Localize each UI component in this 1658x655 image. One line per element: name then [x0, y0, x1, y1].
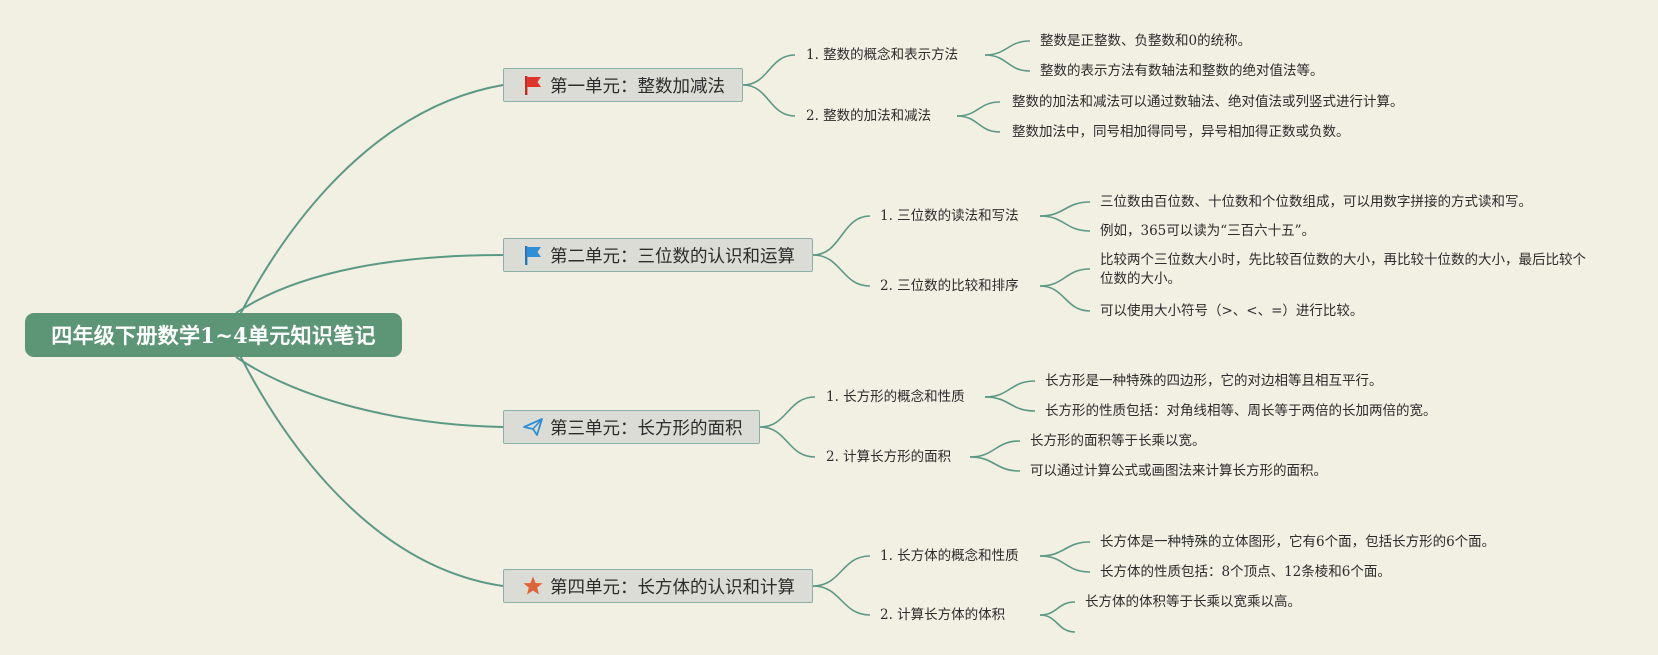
point-1-1-2[interactable]: 整数的表示方法有数轴法和整数的绝对值法等。 [1040, 63, 1324, 79]
connector-topic-2-2-a [1039, 268, 1091, 287]
connector-topic-4-2-b [1039, 614, 1076, 633]
point-4-1-1[interactable]: 长方体是一种特殊的立体图形，它有6个面，包括长方形的6个面。 [1100, 534, 1496, 550]
topic-1-2[interactable]: 2. 整数的加法和减法 [806, 108, 932, 124]
point-3-1-2[interactable]: 长方形的性质包括：对角线相等、周长等于两倍的长加两倍的宽。 [1045, 403, 1437, 419]
unit-title: 第四单元：长方体的认识和计算 [550, 577, 795, 598]
connector-topic-3-1-b [984, 396, 1036, 412]
connector-topic-1-2-b [956, 115, 1001, 133]
point-2-1-2[interactable]: 例如，365可以读为“三百六十五”。 [1100, 223, 1316, 239]
connector-unit2-a [812, 215, 871, 256]
connector-root-unit-3 [235, 356, 504, 428]
topic-4-2[interactable]: 2. 计算长方体的体积 [880, 607, 1006, 623]
connector-topic-4-2-a [1039, 601, 1076, 616]
connector-unit4-a [812, 555, 871, 587]
topic-3-2[interactable]: 2. 计算长方形的面积 [826, 449, 952, 465]
connector-root-unit-2 [235, 254, 504, 314]
point-2-2-1[interactable]: 比较两个三位数大小时，先比较百位数的大小，再比较十位数的大小，最后比较个位数的大… [1100, 252, 1586, 287]
connector-unit2-b [812, 254, 871, 287]
point-2-1-1[interactable]: 三位数由百位数、十位数和个位数组成，可以用数字拼接的方式读和写。 [1100, 194, 1532, 210]
point-1-2-2[interactable]: 整数加法中，同号相加得同号，异号相加得正数或负数。 [1012, 124, 1350, 140]
unit-title: 第三单元：长方形的面积 [550, 418, 743, 439]
topic-3-1[interactable]: 1. 长方形的概念和性质 [826, 389, 965, 405]
topic-2-2[interactable]: 2. 三位数的比较和排序 [880, 278, 1019, 294]
point-1-1-1[interactable]: 整数是正整数、负整数和0的统称。 [1040, 33, 1252, 49]
topic-2-1[interactable]: 1. 三位数的读法和写法 [880, 208, 1019, 224]
point-4-2-1[interactable]: 长方体的体积等于长乘以宽乘以高。 [1085, 594, 1301, 610]
connector-topic-3-1-a [984, 380, 1036, 398]
connector-unit1-b [742, 84, 796, 117]
connector-unit3-b [759, 426, 816, 458]
blue-flag-icon [522, 244, 544, 266]
point-3-1-1[interactable]: 长方形是一种特殊的四边形，它的对边相等且相互平行。 [1045, 373, 1383, 389]
connector-topic-3-2-b [969, 456, 1021, 472]
point-4-1-2[interactable]: 长方体的性质包括：8个顶点、12条棱和6个面。 [1100, 564, 1391, 580]
unit-node-1[interactable]: 第一单元：整数加减法 [503, 68, 743, 102]
point-1-2-1[interactable]: 整数的加法和减法可以通过数轴法、绝对值法或列竖式进行计算。 [1012, 94, 1404, 110]
connector-topic-3-2-a [969, 440, 1021, 458]
point-3-2-1[interactable]: 长方形的面积等于长乘以宽。 [1030, 433, 1206, 449]
unit-node-3[interactable]: 第三单元：长方形的面积 [503, 410, 760, 444]
connector-topic-1-1-a [984, 40, 1031, 56]
connector-root-unit-4 [229, 334, 504, 587]
connector-unit4-b [812, 585, 871, 616]
connector-topic-2-1-b [1039, 215, 1091, 232]
unit-node-2[interactable]: 第二单元：三位数的认识和运算 [503, 238, 813, 272]
unit-node-4[interactable]: 第四单元：长方体的认识和计算 [503, 569, 813, 603]
connector-topic-4-1-a [1039, 541, 1091, 557]
unit-title: 第二单元：三位数的认识和运算 [550, 246, 795, 267]
connector-root-unit-1 [229, 84, 504, 336]
topic-1-1[interactable]: 1. 整数的概念和表示方法 [806, 47, 959, 63]
connector-topic-2-2-b [1039, 285, 1091, 312]
point-3-2-2[interactable]: 可以通过计算公式或画图法来计算长方形的面积。 [1030, 463, 1327, 479]
star-icon [522, 575, 544, 597]
unit-title: 第一单元：整数加减法 [550, 76, 725, 97]
connector-unit3-a [759, 396, 816, 428]
red-flag-icon [522, 74, 544, 96]
root-node[interactable]: 四年级下册数学1~4单元知识笔记 [25, 313, 402, 357]
connector-topic-1-2-a [956, 101, 1001, 117]
paper-plane-icon [522, 416, 544, 438]
topic-4-1[interactable]: 1. 长方体的概念和性质 [880, 548, 1019, 564]
connector-topic-1-1-b [984, 54, 1031, 72]
connector-topic-2-1-a [1039, 201, 1091, 217]
connector-topic-4-1-b [1039, 555, 1091, 573]
point-2-2-2[interactable]: 可以使用大小符号（>、<、=）进行比较。 [1100, 303, 1364, 319]
root-label: 四年级下册数学1~4单元知识笔记 [51, 323, 376, 348]
connector-unit1-a [742, 54, 796, 86]
